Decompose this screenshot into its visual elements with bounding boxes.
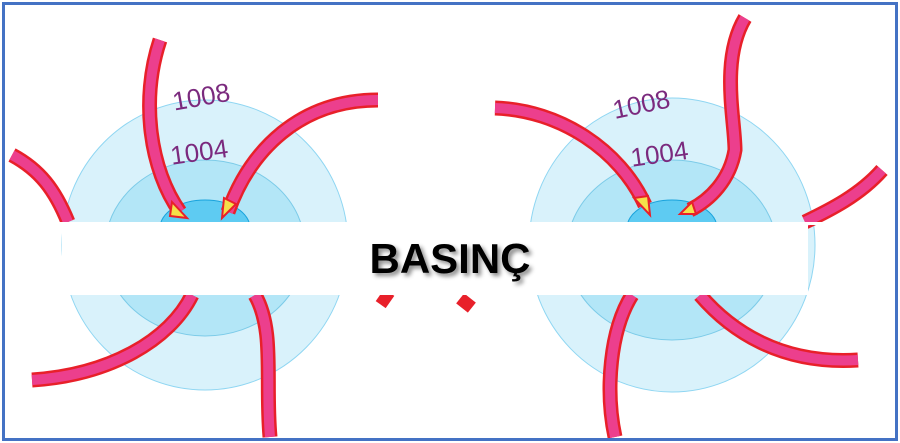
title-banner <box>62 222 808 295</box>
wind-arrows <box>456 14 888 439</box>
slide-title: BASINÇ <box>369 235 531 282</box>
wind-arrows <box>8 37 395 438</box>
